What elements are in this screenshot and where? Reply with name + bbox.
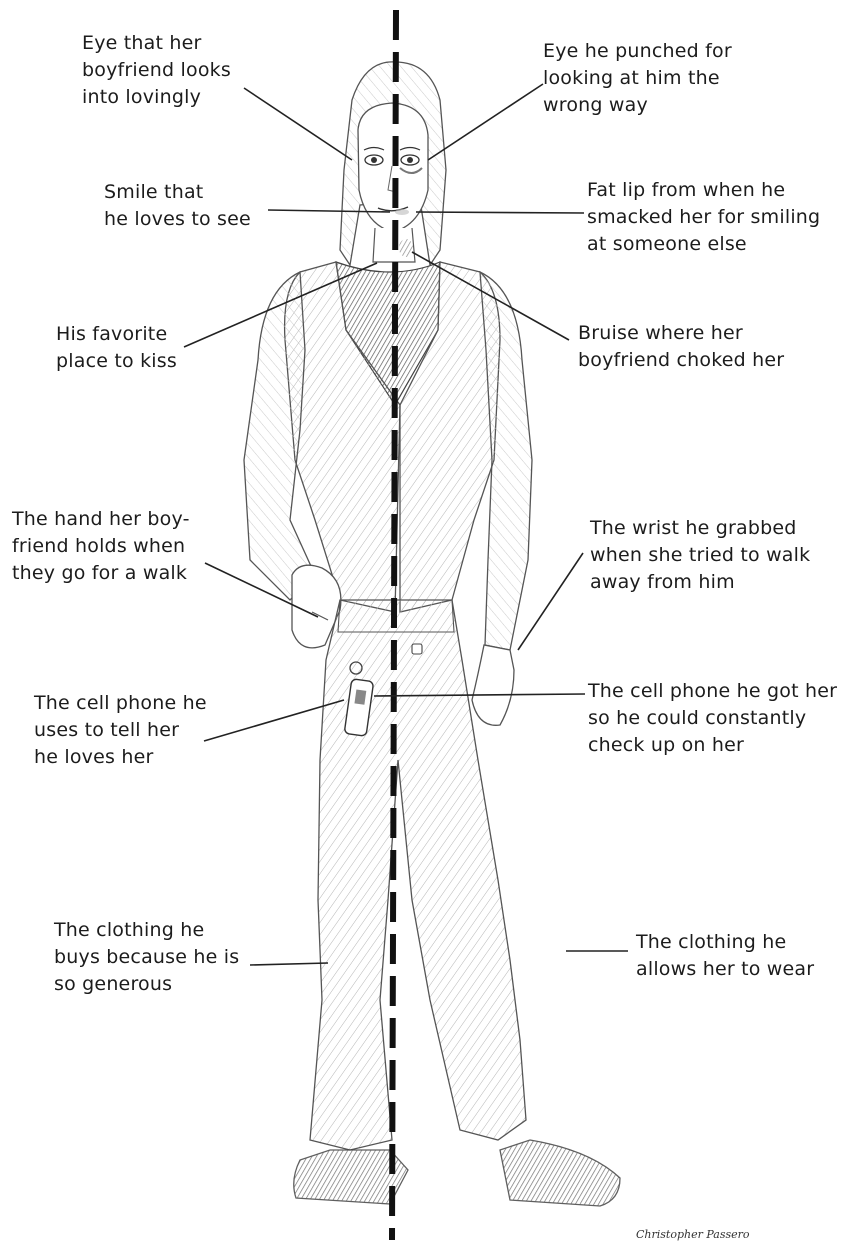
leader-left-eye (244, 88, 352, 160)
leader-right-eye (428, 84, 543, 160)
leader-right-lip (416, 212, 584, 213)
artist-signature: Christopher Passero (636, 1228, 750, 1241)
label-left-phone: The cell phone he uses to tell her he lo… (34, 690, 207, 771)
label-right-wrist: The wrist he grabbed when she tried to w… (590, 515, 810, 596)
label-right-eye: Eye he punched for looking at him the wr… (543, 38, 732, 119)
label-left-eye: Eye that her boyfriend looks into loving… (82, 30, 231, 111)
label-left-hand: The hand her boy- friend holds when they… (12, 506, 190, 587)
label-right-phone: The cell phone he got her so he could co… (588, 678, 837, 759)
leader-right-wrist (518, 553, 583, 650)
label-left-smile: Smile that he loves to see (104, 179, 251, 233)
label-right-lip: Fat lip from when he smacked her for smi… (587, 177, 820, 258)
label-right-bruise: Bruise where her boyfriend choked her (578, 320, 784, 374)
shoes (294, 1140, 620, 1206)
label-left-clothing: The clothing he buys because he is so ge… (54, 917, 239, 998)
dashed-divider-line (392, 10, 396, 1240)
label-left-kiss: His favorite place to kiss (56, 321, 177, 375)
label-right-clothing: The clothing he allows her to wear (636, 929, 814, 983)
leader-left-clothing (250, 963, 328, 965)
